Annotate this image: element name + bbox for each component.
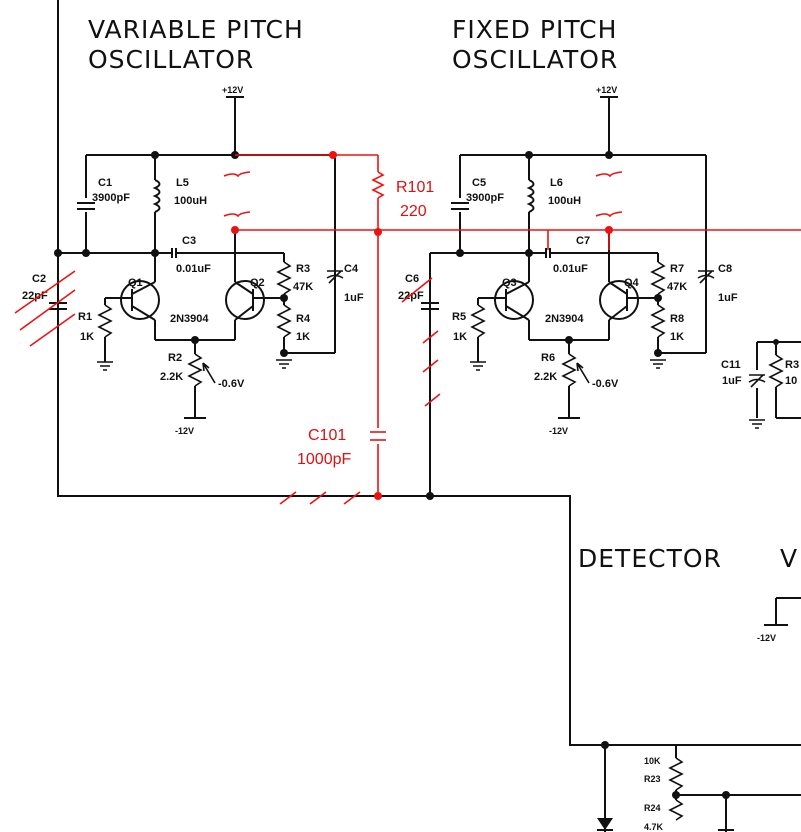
partial-right-stage [748,339,801,429]
bus-wires [57,0,801,832]
detector-stage [597,597,801,831]
r6-name: R6 [541,352,555,364]
c101-name: C101 [308,427,346,444]
mod-node-top [329,151,337,159]
c5-value: 3900pF [466,192,504,204]
r6-value: 2.2K [534,371,557,383]
r24-name: R24 [644,803,661,813]
c6-name: C6 [405,273,419,285]
vneg-label-left: -12V [175,426,194,436]
c6-value: 22pF [398,290,424,302]
mod-node-bus [374,492,382,500]
c3-value: 0.01uF [176,263,211,275]
r3-name: R3 [296,263,310,275]
title-fixed-oscillator: OSCILLATOR [452,45,618,74]
title-variable-pitch: VARIABLE PITCH [88,15,304,44]
l6-name: L6 [550,177,563,189]
r8-value: 1K [670,331,684,343]
q3-name: Q3 [502,277,517,289]
transistor-type-fixed: 2N3904 [545,313,584,325]
r23-value: 10K [644,756,661,766]
mod-node-right [605,226,613,234]
c2-name: C2 [32,273,46,285]
vneg-label-detector: -12V [757,633,776,643]
junction-detector-b [722,791,730,799]
r101-value: 220 [400,203,427,220]
r1-name: R1 [78,311,92,323]
title-variable-oscillator: OSCILLATOR [88,45,254,74]
c2-value: 22pF [22,290,48,302]
c3-name: C3 [182,235,196,247]
r3x-value: 10 [785,375,797,387]
bias-variable: -0.6V [218,378,245,390]
c4-name: C4 [344,263,359,275]
variable-oscillator: +12V [49,85,344,419]
r5-value: 1K [453,331,467,343]
vpos-label-left: +12V [222,85,243,95]
c1-value: 3900pF [92,192,130,204]
r4-name: R4 [296,313,311,325]
r7-value: 47K [667,281,687,293]
q2-name: Q2 [250,277,265,289]
r23-name: R23 [644,774,661,784]
c101-value: 1000pF [297,451,351,468]
fixed-oscillator: +12V [421,85,715,419]
r101-name: R101 [396,179,434,196]
bias-fixed: -0.6V [592,378,619,390]
c1-name: C1 [98,177,112,189]
l5-name: L5 [176,177,189,189]
vneg-label-right: -12V [549,426,568,436]
mod-node-mid [374,228,382,236]
l6-value: 100uH [548,195,581,207]
title-fixed-pitch: FIXED PITCH [452,15,617,44]
r4-value: 1K [296,331,310,343]
c4-value: 1uF [344,292,364,304]
c5-name: C5 [472,177,486,189]
c11-name: C11 [721,359,741,371]
junction-bus [426,492,434,500]
c8-value: 1uF [718,292,738,304]
r3x-name: R3 [785,359,799,371]
title-cut-off: V [780,544,798,573]
r1-value: 1K [80,331,94,343]
junction-detector [601,741,609,749]
q1-name: Q1 [128,277,143,289]
r7-name: R7 [670,263,684,275]
c11-value: 1uF [722,375,742,387]
r3-value: 47K [293,281,313,293]
c7-name: C7 [576,235,590,247]
r24-value: 4.7K [644,822,664,832]
l5-value: 100uH [174,195,207,207]
q4-name: Q4 [624,277,640,289]
r5-name: R5 [452,311,466,323]
transistor-type-variable: 2N3904 [170,313,209,325]
title-detector: DETECTOR [578,544,722,573]
r2-name: R2 [168,352,182,364]
c8-name: C8 [718,263,732,275]
r2-value: 2.2K [160,371,183,383]
modification-overlay [14,154,801,505]
c7-value: 0.01uF [553,263,588,275]
mod-node-left [231,226,239,234]
vpos-label-right: +12V [596,85,617,95]
r8-name: R8 [670,313,684,325]
